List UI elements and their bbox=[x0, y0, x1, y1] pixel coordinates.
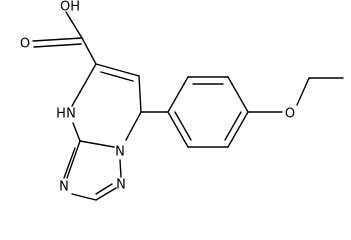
bond-ch-n-bottom-double bbox=[95, 187, 117, 201]
bottom-nitrogen-label: N bbox=[116, 178, 126, 193]
triazole-ring bbox=[63, 140, 122, 201]
nh-label: H N bbox=[56, 107, 76, 122]
benzene-bond-6 bbox=[167, 111, 189, 148]
benzene-ring bbox=[140, 76, 249, 148]
dihydropyrimidine-ring bbox=[71, 63, 142, 148]
hydroxyl-label: OH bbox=[60, 0, 80, 15]
nh-nitrogen-label: N bbox=[66, 107, 76, 122]
atom-labels: OH O H N N N N O bbox=[20, 0, 295, 195]
carbonyl-oxygen-label: O bbox=[20, 37, 30, 52]
bond-o-ch2 bbox=[296, 77, 310, 106]
benzene-bond-1 bbox=[167, 76, 189, 113]
chemical-structure: OH O H N N N N O bbox=[20, 0, 344, 201]
bond-c8a-n-left bbox=[66, 140, 81, 179]
bond-n-left-ch bbox=[71, 193, 97, 201]
benzene-bond-3 bbox=[227, 76, 249, 113]
benzene-inner-2 bbox=[224, 111, 242, 141]
carboxylic-acid-group bbox=[32, 11, 97, 65]
benzene-inner-3 bbox=[174, 111, 192, 141]
bond-n-c8a bbox=[79, 140, 115, 148]
bond-c-o-double-1 bbox=[32, 37, 83, 42]
ethoxy-group bbox=[247, 77, 344, 113]
bridge-nitrogen-label: N bbox=[115, 145, 125, 160]
benzene-bond-4 bbox=[227, 111, 249, 148]
left-nitrogen-label: N bbox=[59, 180, 69, 195]
bond-c8a-nh bbox=[72, 122, 81, 142]
bond-c5-c6-inner bbox=[100, 71, 134, 82]
bond-c-o-double-2 bbox=[33, 43, 82, 48]
bond-c7-n bbox=[125, 111, 142, 141]
bond-ch-n-bottom-inner bbox=[95, 183, 113, 195]
bond-c6-c7 bbox=[138, 75, 142, 113]
bond-c5-c6-double bbox=[95, 63, 140, 77]
bond-n-bottom-n-bridge bbox=[119, 159, 122, 178]
bond-c8a-n-left-inner bbox=[63, 147, 76, 179]
ether-oxygen-label: O bbox=[285, 107, 295, 122]
bond-nh-c5 bbox=[71, 63, 97, 107]
nh-hydrogen-label: H bbox=[56, 107, 66, 122]
bond-c-ring bbox=[81, 37, 97, 65]
bond-c-oh bbox=[65, 11, 83, 39]
